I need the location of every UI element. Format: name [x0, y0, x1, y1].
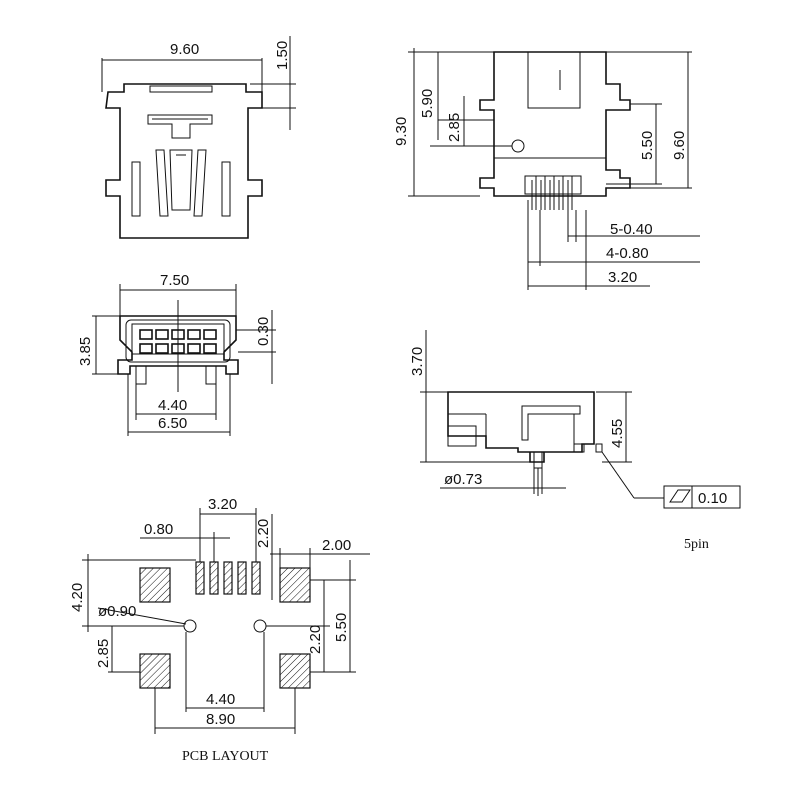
side-right-outer-label: 9.60: [671, 131, 688, 160]
profile-height-label: 3.70: [409, 347, 426, 376]
side-pitch-label: 4-0.80: [606, 245, 649, 262]
pcb-span-label: 3.20: [208, 496, 237, 513]
pcb-right-inner-label: 2.20: [307, 625, 324, 654]
hole-right: [253, 619, 267, 633]
pad-top-right: [279, 567, 311, 603]
top-width-label: 9.60: [170, 41, 199, 58]
pcb-outer-width-label: 8.90: [206, 711, 235, 728]
front-offset-label: 0.30: [255, 317, 272, 346]
profile-peg-label: ø0.73: [444, 471, 482, 488]
side-overall-label: 9.30: [393, 117, 410, 146]
front-pins: [139, 329, 217, 354]
side-pins: [524, 175, 582, 210]
pcb-pad-height-label: 2.20: [255, 519, 272, 548]
hole-left: [183, 619, 197, 633]
pad-bottom-right: [279, 653, 311, 689]
pcb-layout: 3.20 0.80 2.20 2.00 4.20 ø0.90 2.85 2.20…: [69, 496, 370, 764]
front-inner-label: 4.40: [158, 397, 187, 414]
pcb-right-outer-label: 5.50: [333, 613, 350, 642]
top-height-label: 1.50: [274, 41, 291, 70]
front-view: 7.50 3.85 0.30 4.40 6.50: [77, 272, 276, 436]
front-outer-label: 6.50: [158, 415, 187, 432]
signal-pads: [195, 561, 261, 595]
pcb-lower-left-label: 2.85: [95, 639, 112, 668]
pcb-pitch-label: 0.80: [144, 521, 173, 538]
pcb-inner-width-label: 4.40: [206, 691, 235, 708]
front-height-label: 3.85: [77, 337, 94, 366]
side-span-label: 3.20: [608, 269, 637, 286]
side-view: 9.30 5.90 2.85 9.60 5.50 5-0.40 4-0.80 3…: [393, 48, 700, 290]
pcb-layout-title: PCB LAYOUT: [182, 749, 269, 764]
pcb-hole-label: ø0.90: [98, 603, 136, 620]
profile-view: 3.70 4.55 ø0.73 0.10: [409, 330, 741, 509]
pcb-height-left-label: 4.20: [69, 583, 86, 612]
flatness-label: 0.10: [698, 490, 727, 507]
side-mid-label: 2.85: [446, 113, 463, 142]
front-width-label: 7.50: [160, 272, 189, 289]
side-right-inner-label: 5.50: [639, 131, 656, 160]
side-pin-width-label: 5-0.40: [610, 221, 653, 238]
pad-bottom-left: [139, 653, 171, 689]
pin-count-label: 5pin: [684, 537, 709, 552]
profile-body-label: 4.55: [609, 419, 626, 448]
pad-top-left: [139, 567, 171, 603]
top-view: 9.60 1.50: [101, 36, 296, 239]
side-upper-label: 5.90: [419, 89, 436, 118]
pcb-pad-width-label: 2.00: [322, 537, 351, 554]
